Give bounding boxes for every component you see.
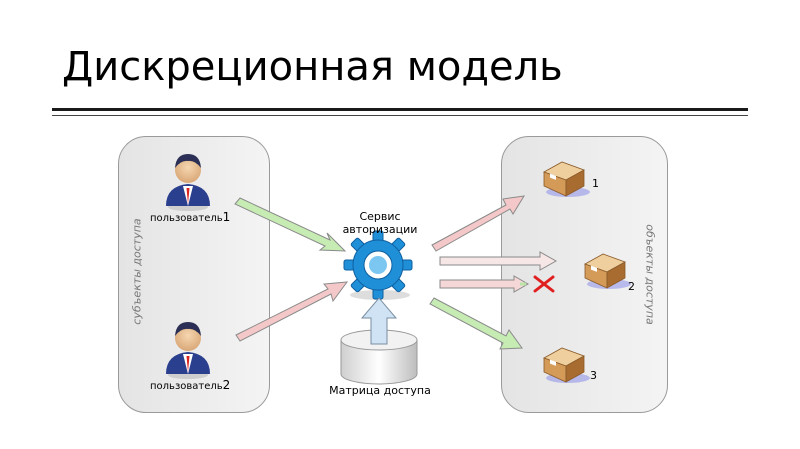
arrow-matrix-to-service (360, 297, 398, 345)
title-underline (52, 108, 748, 111)
service-label: Сервис авторизации (330, 210, 430, 236)
object-2-number: 2 (628, 280, 635, 293)
user-1-number: 1 (222, 210, 231, 224)
arrow-service-to-object2 (439, 251, 558, 271)
arrow-service-denied (439, 275, 530, 293)
object-3-number: 3 (590, 369, 597, 382)
matrix-label: Матрица доступа (329, 384, 431, 397)
slide-title: Дискреционная модель (62, 44, 563, 90)
arrow-user1-to-service (234, 197, 347, 252)
arrow-service-to-object3 (429, 297, 523, 350)
user-icon (166, 154, 210, 211)
box-icon (584, 253, 631, 289)
box-icon (543, 347, 590, 383)
user-1-name: пользователь (150, 213, 223, 224)
service-label-line2: авторизации (342, 223, 418, 236)
object-1-number: 1 (592, 177, 599, 190)
objects-panel (501, 136, 668, 413)
box-icon (543, 161, 590, 197)
service-label-line1: Сервис (359, 210, 401, 223)
arrow-user2-to-service (235, 281, 349, 342)
arrow-service-to-object1 (431, 195, 525, 252)
user-1-label: пользователь1 (150, 210, 230, 224)
title-underline-thin (52, 115, 748, 116)
deny-icon (533, 275, 555, 293)
user-2-name: пользователь (150, 381, 223, 392)
user-icon (166, 322, 210, 379)
user-2-number: 2 (222, 378, 231, 392)
user-2-label: пользователь2 (150, 378, 230, 392)
gear-icon (343, 230, 413, 300)
